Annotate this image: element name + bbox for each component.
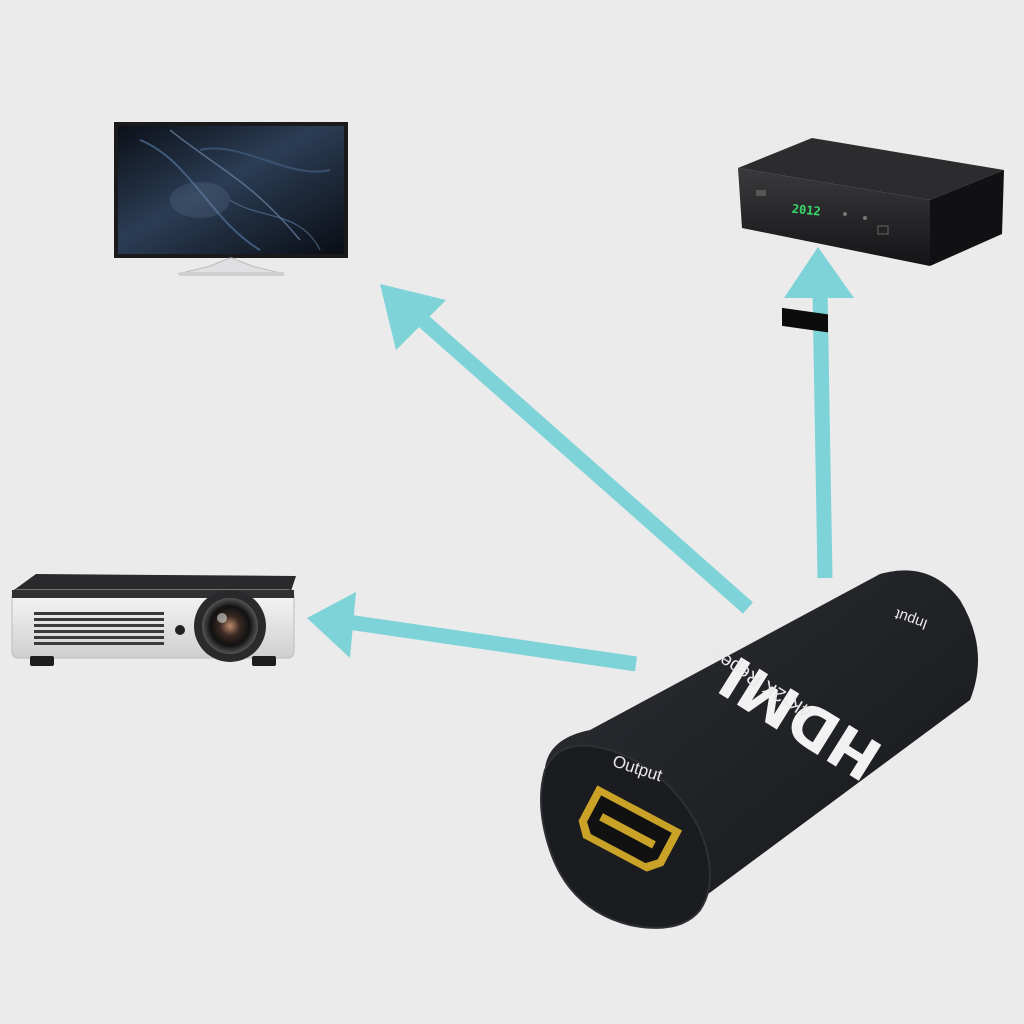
tv-icon	[114, 122, 348, 276]
box-display: 2012	[791, 202, 821, 219]
hdmi-repeater-icon: Output Input HDMI 4K*2K Repeater	[540, 570, 978, 929]
vent-grille	[34, 612, 164, 645]
arrow-to-set-top-box	[784, 247, 854, 579]
projector-icon	[11, 574, 296, 666]
arrow-to-tv	[380, 284, 753, 614]
set-top-box-icon: 2012	[738, 138, 1004, 333]
hdmi-port	[578, 785, 683, 872]
arrow-to-projector	[307, 592, 638, 672]
